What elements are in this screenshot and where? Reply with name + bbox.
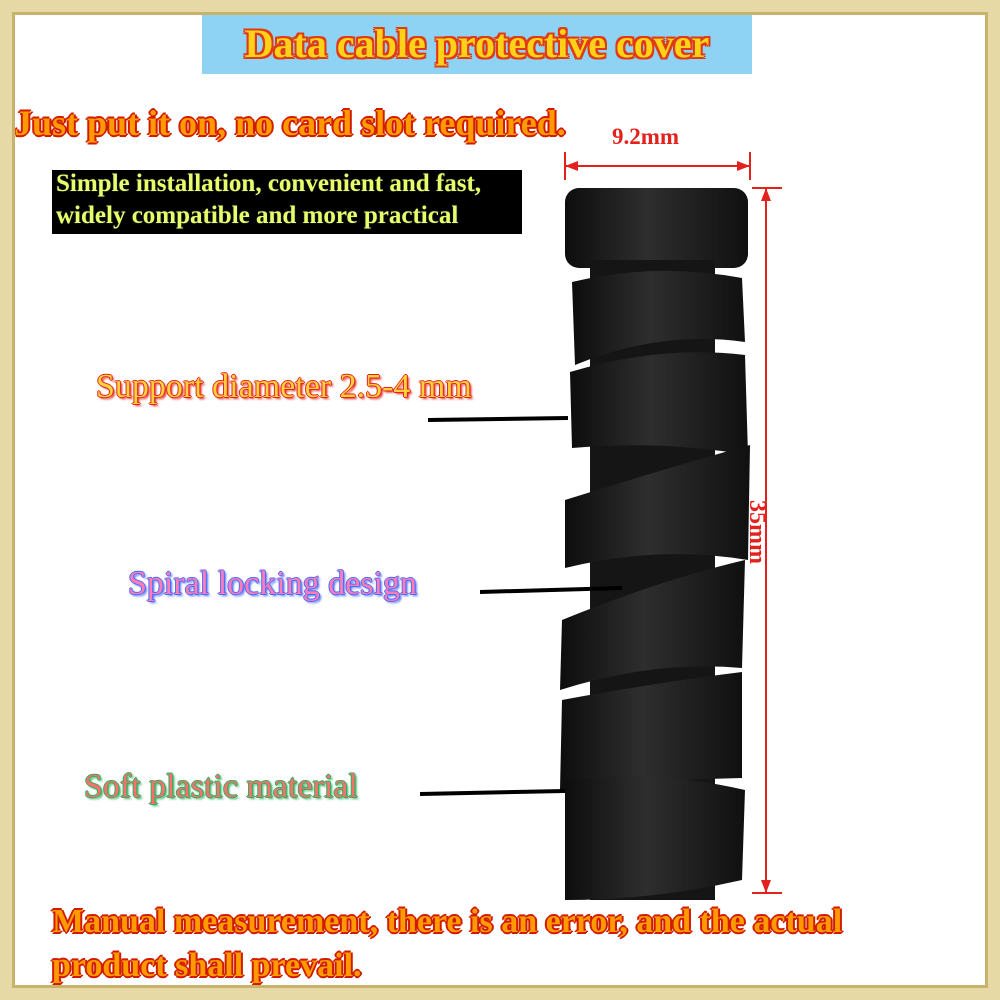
callout-diameter: Support diameter 2.5-4 mm xyxy=(96,368,472,405)
spiral-turn xyxy=(565,776,745,900)
subtitle-line-1: Simple installation, convenient and fast… xyxy=(56,170,482,197)
callout-material: Soft plastic material xyxy=(84,768,358,805)
subtitle-line-2: widely compatible and more practical xyxy=(56,202,459,229)
subtitle-background xyxy=(52,170,522,234)
height-dimension-line xyxy=(752,187,782,894)
callout-line-spiral xyxy=(479,586,623,594)
spiral-cap xyxy=(565,188,748,268)
spiral-turn xyxy=(560,560,745,690)
height-dimension-label: 35mm xyxy=(744,500,770,564)
callout-spiral: Spiral locking design xyxy=(128,565,417,602)
width-dimension-label: 9.2mm xyxy=(612,124,680,149)
width-dimension-line xyxy=(564,152,751,180)
disclaimer-text: Manual measurement, there is an error, a… xyxy=(52,900,932,988)
spiral-turn xyxy=(565,445,750,568)
title-banner xyxy=(202,14,752,74)
spiral-turn xyxy=(570,352,748,455)
spiral-turn xyxy=(560,672,742,790)
page-title: Data cable protective cover xyxy=(244,21,710,66)
subtitle-text: Simple installation, convenient and fast… xyxy=(56,168,536,232)
headline-text: Just put it on, no card slot required. xyxy=(14,103,566,143)
callout-line-material xyxy=(419,789,566,796)
disclaimer-line-2: product shall prevail. xyxy=(52,947,362,984)
disclaimer-line-1: Manual measurement, there is an error, a… xyxy=(52,903,843,940)
spiral-coils xyxy=(560,270,750,900)
spiral-turn xyxy=(572,270,745,365)
callout-line-diameter xyxy=(427,416,569,422)
